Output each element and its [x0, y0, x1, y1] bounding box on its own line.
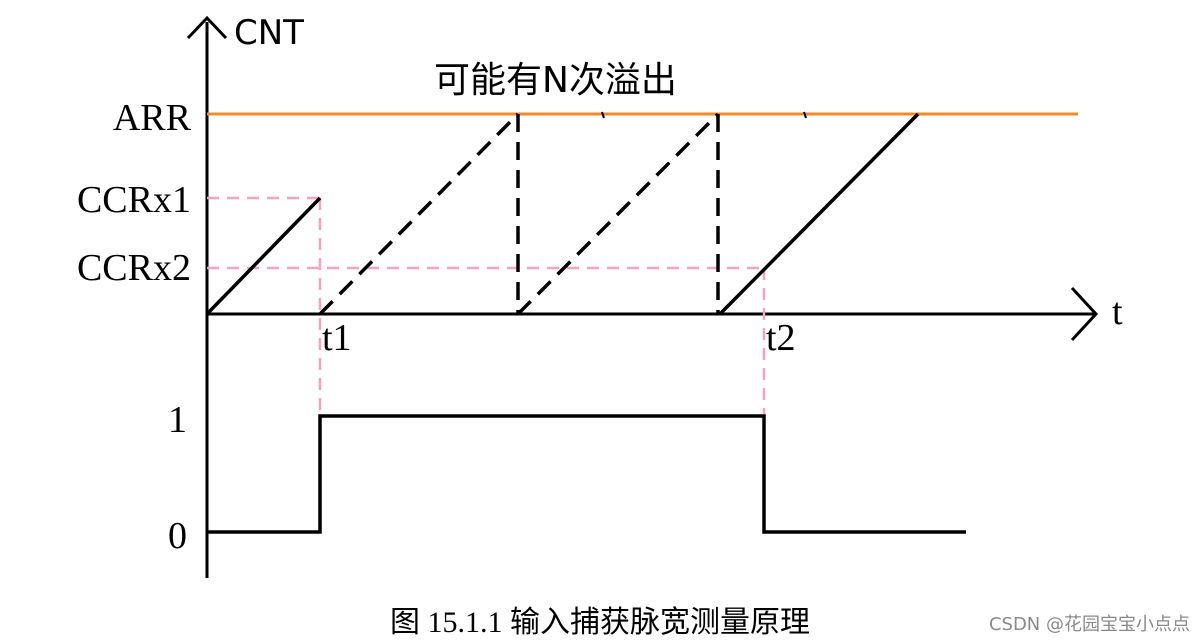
- y-axis-label: CNT: [234, 13, 304, 53]
- overflow-note: 可能有N次溢出: [434, 60, 677, 101]
- input-signal-waveform: [207, 414, 966, 534]
- dashed-ramp-1: [318, 112, 520, 316]
- ccrx1-label: CCRx1: [77, 179, 191, 221]
- signal-low-label: 0: [168, 515, 187, 557]
- signal-high-label: 1: [168, 399, 187, 441]
- x-axis-arrowhead: [1070, 286, 1099, 342]
- x-axis-label: t: [1112, 291, 1123, 333]
- t1-label: t1: [322, 317, 352, 359]
- overflow-dashed-ramps: [318, 112, 720, 316]
- y-axis-arrowhead: [186, 15, 228, 40]
- arr-tick-1: [601, 111, 605, 119]
- guide-dashes: [207, 196, 766, 416]
- dashed-ramp-2: [516, 112, 720, 316]
- ramp-before-t1: [205, 196, 322, 316]
- arr-tick-2: [803, 111, 807, 119]
- figure-caption: 图 15.1.1 输入捕获脉宽测量原理: [390, 606, 810, 639]
- ccrx2-label: CCRx2: [77, 247, 191, 289]
- t2-label: t2: [766, 317, 796, 359]
- ramp-after-last-overflow: [718, 112, 920, 316]
- arr-label: ARR: [113, 97, 192, 139]
- csdn-watermark: CSDN @花园宝宝小点点: [989, 614, 1190, 635]
